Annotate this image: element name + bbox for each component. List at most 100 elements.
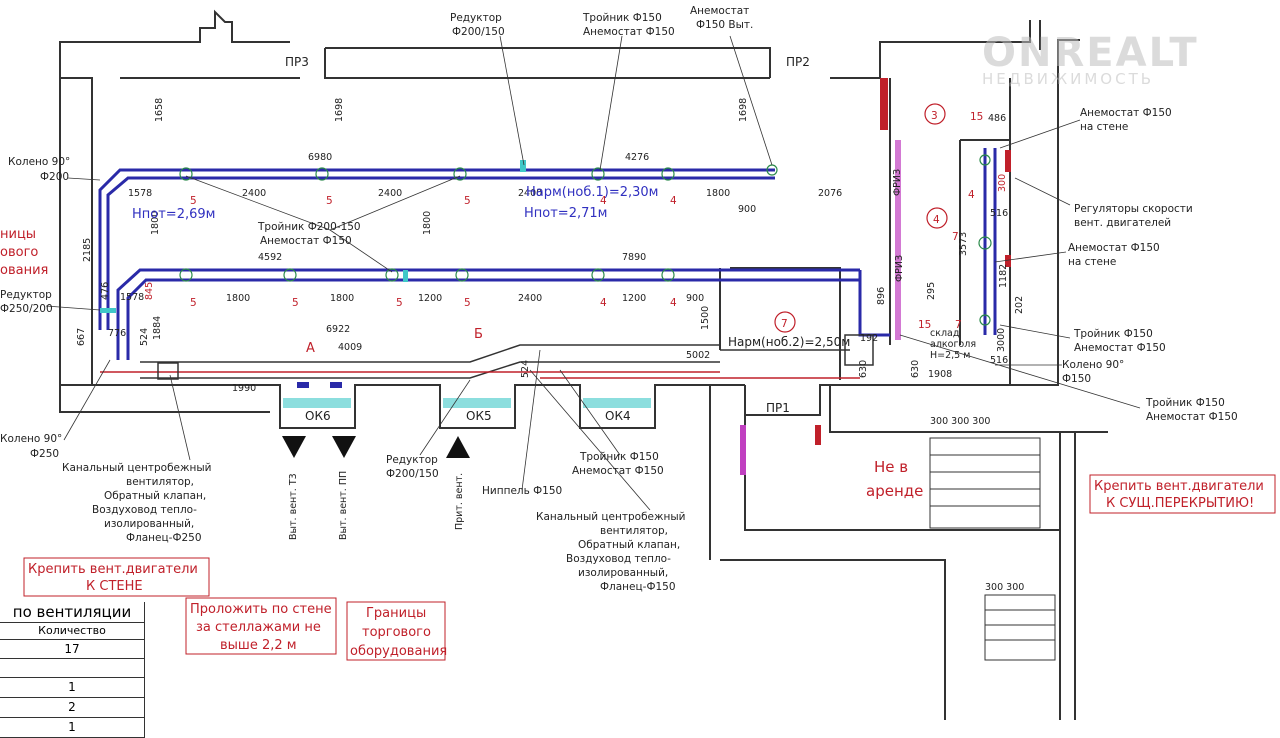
flow-mark: 7 [952,231,959,243]
dim-1800a: 1800 [706,188,730,199]
dim-15b: 15 [918,319,931,331]
dim-1698b: 1698 [738,98,749,122]
dim-1658: 1658 [154,98,165,122]
label-friz1: ФРИЗ [892,169,903,196]
label-elbow-right: Колено 90° [1062,359,1124,371]
label-fan-mid-2: Обратный клапан, [578,539,680,551]
label-tee-right1: Тройник Ф150 [1073,328,1153,340]
flow-mark: 4 [670,195,677,207]
door-pr1: ПР1 [766,401,790,415]
dim-1800c: 1800 [330,293,354,304]
label-anemo-wall1-b: на стене [1080,121,1128,133]
table-row: 1 [0,718,144,738]
label-anemo-wall2: Анемостат Ф150 [1068,242,1160,254]
label-elbow-bl-size: Ф250 [30,448,59,460]
dim-2400b: 2400 [378,188,402,199]
label-fan-mid-3: Воздуховод тепло- [566,553,671,565]
label-fan-left-3: Воздуховод тепло- [92,504,197,516]
dim-776: 776 [108,328,126,339]
label-left-cut-1: ового [0,245,38,260]
label-elbow-tl: Колено 90° [8,156,70,168]
height-h1: Нпот=2,69м [132,207,215,222]
flow-mark: 4 [670,297,677,309]
note-lay-wall-b: за стеллажами не [196,620,321,635]
room-number-4: 4 [933,214,940,226]
room-number-7: 7 [781,318,788,330]
label-elbow-bl: Колено 90° [0,433,62,445]
label-tee-mid-anemo: Анемостат Ф150 [260,235,352,247]
dim-630b: 630 [910,360,921,378]
note-mount-wall: Крепить вент.двигатели [28,562,198,577]
dim-6980: 6980 [308,152,332,163]
table-row: 1 [0,678,144,698]
note-bounds-b: торгового [362,625,431,640]
height-h4: Нарм(ноб.2)=2,50м [728,335,850,349]
label-tee-right1-b: Анемостат Ф150 [1074,342,1166,354]
dim-900a: 900 [738,204,756,215]
label-fan-mid-0: Канальный центробежный [536,511,685,523]
dim-2185: 2185 [82,238,93,262]
dim-516b: 516 [990,355,1008,366]
label-not-rented-b: аренде [866,482,923,500]
flow-mark: 4 [600,195,607,207]
dim-1578a: 1578 [128,188,152,199]
label-reducer-top-size: Ф200/150 [452,26,505,38]
spec-table-title: по вентиляции [0,602,144,623]
dimension-labels: 1658 1698 1698 6980 4276 1578 2400 2400 … [76,98,1025,394]
note-mount-wall-b: К СТЕНЕ [86,579,143,594]
door-pr2: ПР2 [786,55,810,69]
label-fan-left-5: Фланец-Ф250 [126,532,202,544]
table-row [0,659,144,678]
dim-2076: 2076 [818,188,842,199]
ventilation-floor-plan: 300 300 300 300 300 [0,5,1276,720]
label-tee-bot-anemo: Анемостат Ф150 [572,465,664,477]
dim-7890: 7890 [622,252,646,263]
watermark-logo: ONREALT НЕДВИЖИМОСТЬ [890,30,1199,88]
watermark-tagline: НЕДВИЖИМОСТЬ [982,70,1155,88]
dim-667: 667 [76,328,87,346]
table-row: 17 [0,640,144,659]
flow-mark: 4 [968,189,975,201]
vent-arrows [282,436,470,458]
walls [59,9,1108,720]
dim-3573: 3573 [958,232,969,256]
dim-300: 300 [997,174,1008,192]
label-not-rented: Не в [874,458,908,476]
dim-1182: 1182 [998,264,1009,288]
flow-mark: 5 [326,195,333,207]
dim-1800b: 1800 [226,293,250,304]
label-anemo-top-size: Ф150 Выт. [696,19,753,31]
flow-mark: 5 [396,297,403,309]
label-fan-mid-5: Фланец-Ф150 [600,581,676,593]
label-fan-mid-1: вентилятор, [600,525,668,537]
dim-896: 896 [876,287,887,305]
stairs [929,437,1056,661]
dim-1800v1: 1800 [150,211,161,235]
dim-1200a: 1200 [418,293,442,304]
table-row: 2 [0,698,144,718]
window-ok4: ОК4 [605,409,631,423]
section-mark-a: А [306,341,315,356]
label-left-cut-0: ницы [0,227,36,242]
dim-2400c: 2400 [518,188,542,199]
anemostats [179,154,992,326]
watermark-brand: ONREALT [982,30,1199,76]
label-nipple: Ниппель Ф150 [482,485,562,497]
room-circle-7 [774,311,796,333]
exhaust-arrow-icon [282,436,306,458]
dim-6922: 6922 [326,324,350,335]
stair-dims-top: 300 300 300 [930,416,990,427]
label-regulators: Регуляторы скорости [1074,203,1193,215]
dim-3000: 3000 [996,328,1007,352]
dim-192: 192 [860,333,878,344]
label-tee-bot: Тройник Ф150 [579,451,659,463]
flow-mark: 4 [600,297,607,309]
label-tee-top: Тройник Ф150 [582,12,662,24]
dim-2400a: 2400 [242,188,266,199]
flow-mark: 5 [190,297,197,309]
section-mark-b: Б [474,327,483,342]
label-friz2: ФРИЗ [894,255,905,282]
accents [100,78,1011,475]
label-reducer-bot-size: Ф200/150 [386,468,439,480]
